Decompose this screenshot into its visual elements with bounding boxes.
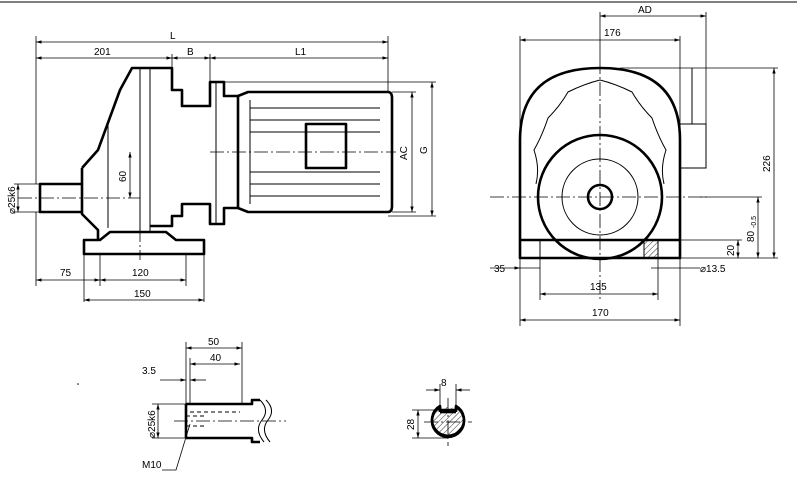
end-view: AD 176 226 80 -0.5 20 ⌀13.5 35 135: [490, 5, 778, 326]
dim-label-8: 8: [441, 378, 447, 389]
side-view: L 201 B L1 60 ⌀25k6 AC G: [7, 31, 436, 302]
dim-label-L1: L1: [295, 47, 307, 58]
key-section-circle: [430, 405, 466, 439]
dim-label-AD: AD: [638, 5, 652, 16]
dim-label-hole: ⌀13.5: [700, 264, 726, 275]
shaft-detail-break: [258, 399, 266, 443]
dim-label-201: 201: [94, 47, 111, 58]
dim-label-80-tol: -0.5: [751, 216, 758, 228]
stray-dot: [77, 383, 79, 385]
dim-label-G: G: [419, 146, 430, 154]
mounting-foot: [82, 230, 206, 256]
dim-label-35: 35: [494, 264, 506, 275]
terminal-box: [304, 122, 348, 170]
gearbox-body-lower: [80, 168, 100, 240]
dim-label-40: 40: [210, 353, 222, 364]
dim-label-120: 120: [132, 268, 149, 279]
fin-contour: [533, 79, 667, 185]
dim-label-75: 75: [60, 268, 72, 279]
dim-label-L: L: [170, 31, 176, 42]
dim-label-AC: AC: [399, 146, 410, 160]
dim-label-B: B: [187, 47, 194, 58]
shaft-detail-outline-bottom: [186, 436, 260, 444]
shaft-detail-break-2: [264, 399, 272, 443]
dim-label-176: 176: [604, 28, 621, 39]
dim-label-m10: M10: [142, 460, 162, 471]
dim-label-shaft-detail-dia: ⌀25k6: [147, 410, 158, 438]
dim-label-80: 80: [746, 230, 757, 242]
dim-label-3-5: 3.5: [142, 366, 156, 377]
dim-label-20: 20: [726, 244, 737, 256]
shaft-detail-outline: [186, 398, 260, 406]
foot-hatch-right: [643, 239, 659, 259]
dim-label-60: 60: [118, 170, 129, 182]
shaft-detail: 50 40 3.5 ⌀25k6 M10: [142, 337, 286, 471]
dim-label-28: 28: [406, 418, 417, 430]
dim-label-135: 135: [590, 282, 607, 293]
leader-m10: [162, 423, 191, 471]
dim-label-170: 170: [592, 308, 609, 319]
key-section: 8 28: [406, 378, 472, 446]
dim-label-150: 150: [134, 289, 151, 300]
gearbox-housing-outline: [81, 66, 240, 228]
dim-label-shaft-dia: ⌀25k6: [7, 186, 18, 214]
dim-label-50: 50: [208, 337, 220, 348]
end-terminal-box: [679, 123, 707, 169]
end-housing-outline: [518, 66, 682, 260]
dim-label-226: 226: [762, 155, 773, 172]
